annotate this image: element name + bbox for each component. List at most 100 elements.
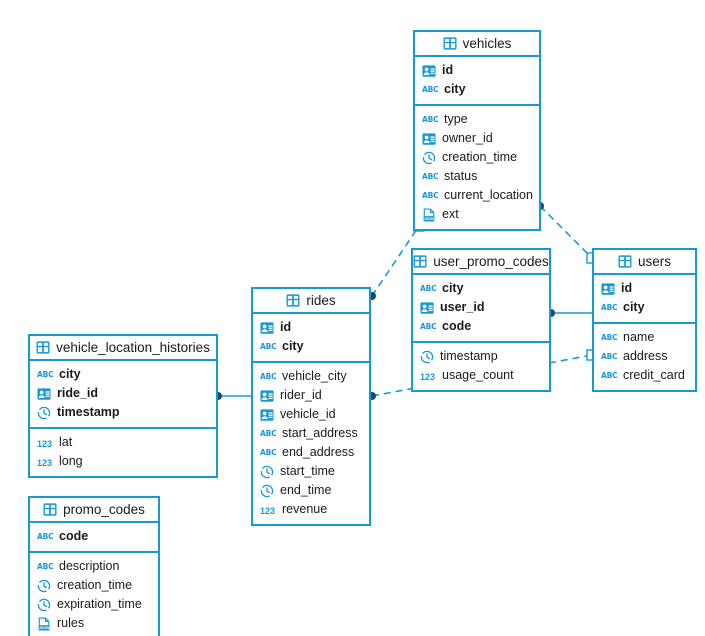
relationship-vehicle-location-histories-to-rides[interactable] [214,392,251,400]
123-number-icon: 123 [260,505,276,516]
id-card-icon [422,64,436,78]
123-number-icon: 123 [420,371,436,382]
primary-key-row[interactable]: id [415,61,539,80]
column-row[interactable]: expiration_time [30,595,158,614]
svg-text:JSON: JSON [424,216,435,220]
primary-key-row[interactable]: id [253,318,369,337]
id-card-icon [420,301,434,315]
svg-text:JSON: JSON [39,625,50,629]
column-row[interactable]: vehicle_id [253,405,369,424]
column-label: timestamp [440,349,498,363]
column-label: code [59,529,89,543]
column-label: expiration_time [57,597,142,611]
column-label: type [444,112,468,126]
column-label: id [280,320,292,334]
column-row[interactable]: owner_id [415,129,539,148]
123-number-icon: 123 [37,457,53,468]
column-label: revenue [282,502,328,516]
clock-timestamp-icon [37,598,51,612]
abc-text-icon: ABC [601,370,618,380]
id-card-icon [422,132,436,146]
column-label: city [442,281,464,295]
id-card-icon [601,282,615,296]
column-row[interactable]: JSON rules [30,614,158,633]
json-document-icon: JSON [422,207,436,222]
column-row[interactable]: 123 revenue [253,500,369,519]
column-row[interactable]: timestamp [413,347,549,366]
primary-key-row[interactable]: ABC city [413,279,549,298]
primary-key-row[interactable]: ride_id [30,384,216,403]
id-card-icon [37,387,51,401]
column-label: name [623,330,655,344]
abc-text-icon: ABC [37,531,54,541]
abc-text-icon: ABC [420,283,437,293]
column-row[interactable]: start_time [253,462,369,481]
abc-text-icon: ABC [601,351,618,361]
table-header-user_promo_codes[interactable]: user_promo_codes [413,250,549,275]
abc-text-icon: ABC [260,371,277,381]
clock-timestamp-icon [37,406,51,420]
clock-timestamp-icon [422,151,436,165]
abc-text-icon: ABC [601,302,618,312]
id-card-icon [260,321,274,335]
column-row[interactable]: creation_time [30,576,158,595]
primary-key-row[interactable]: user_id [413,298,549,317]
abc-text-icon: ABC [420,321,437,331]
column-label: timestamp [57,405,120,419]
table-header-vehicle_location_histories[interactable]: vehicle_location_histories [30,336,216,361]
table-header-rides[interactable]: rides [253,289,369,314]
column-row[interactable]: end_time [253,481,369,500]
relationship-user-promo-codes-to-users[interactable] [547,309,592,317]
column-row[interactable]: JSON ext [415,205,539,224]
table-title: vehicles [462,36,512,51]
column-row[interactable]: creation_time [415,148,539,167]
column-label: start_time [280,464,335,478]
primary-key-row[interactable]: id [594,279,695,298]
column-label: ext [442,207,459,221]
abc-text-icon: ABC [260,428,277,438]
column-label: city [444,82,466,96]
table-header-promo_codes[interactable]: promo_codes [30,498,158,523]
primary-key-section: ABC code [30,523,158,553]
primary-key-row[interactable]: timestamp [30,403,216,422]
column-label: rules [57,616,85,630]
table-grid-icon [443,36,457,51]
table-grid-icon [43,502,57,517]
column-label: city [59,367,81,381]
primary-key-row[interactable]: ABC code [30,527,158,546]
table-header-users[interactable]: users [594,250,695,275]
column-row[interactable]: rider_id [253,386,369,405]
column-label: rider_id [280,388,322,402]
table-header-vehicles[interactable]: vehicles [415,32,539,57]
